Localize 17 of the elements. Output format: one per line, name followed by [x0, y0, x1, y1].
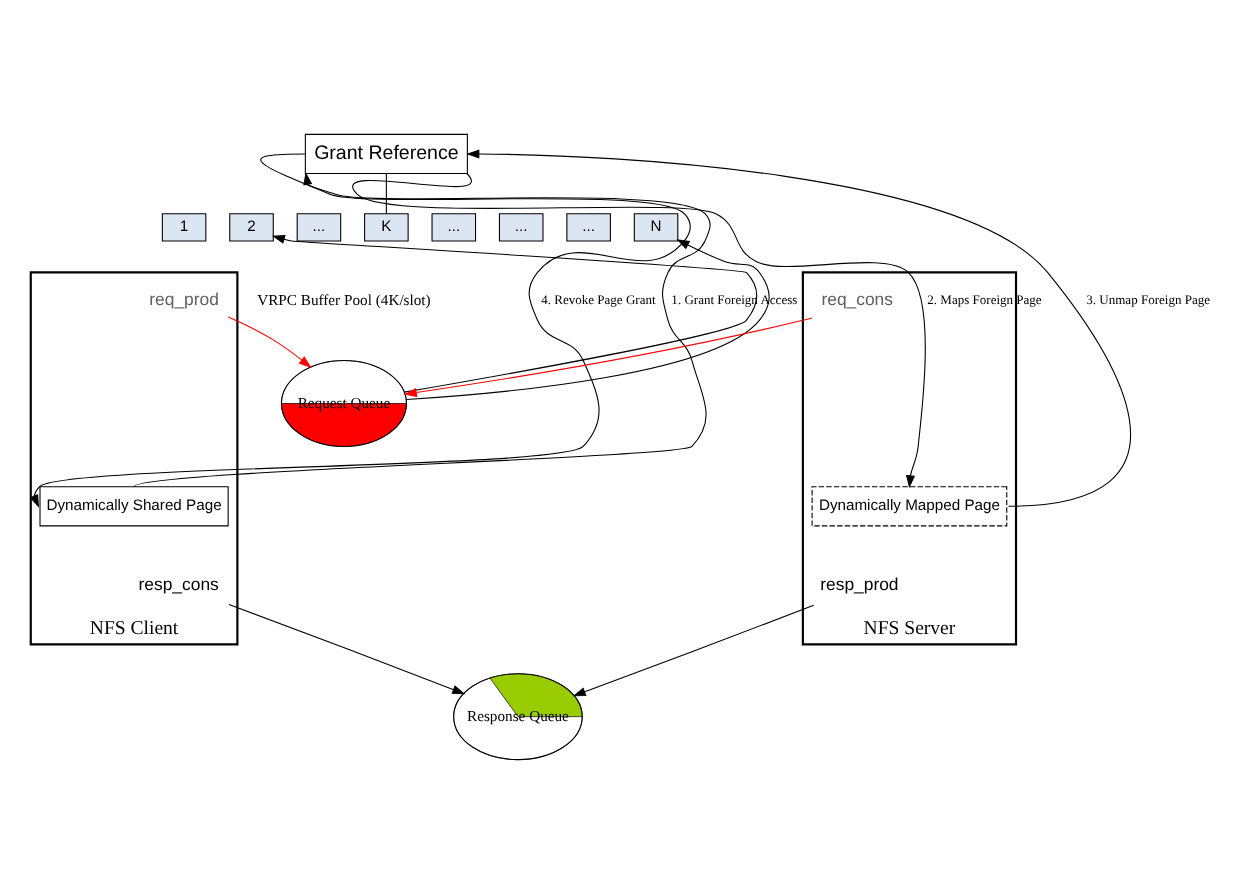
connector [385, 172, 387, 214]
node-text: req_prod [149, 287, 219, 308]
arrow [227, 315, 312, 368]
arrow [403, 316, 813, 397]
arrow [352, 171, 926, 488]
node-text: req_cons [821, 287, 893, 308]
label: VRPC Buffer Pool (4K/slot) [257, 289, 431, 308]
arrow [29, 152, 691, 507]
node-text: resp_cons [138, 572, 219, 593]
node-box: Grant Reference [304, 132, 468, 174]
arrow [228, 602, 466, 694]
arrow [406, 238, 770, 399]
node-text: resp_prod [820, 572, 899, 593]
arrow [271, 233, 758, 392]
arrow [466, 148, 1131, 506]
arrow [572, 603, 815, 696]
arrow [133, 170, 711, 487]
